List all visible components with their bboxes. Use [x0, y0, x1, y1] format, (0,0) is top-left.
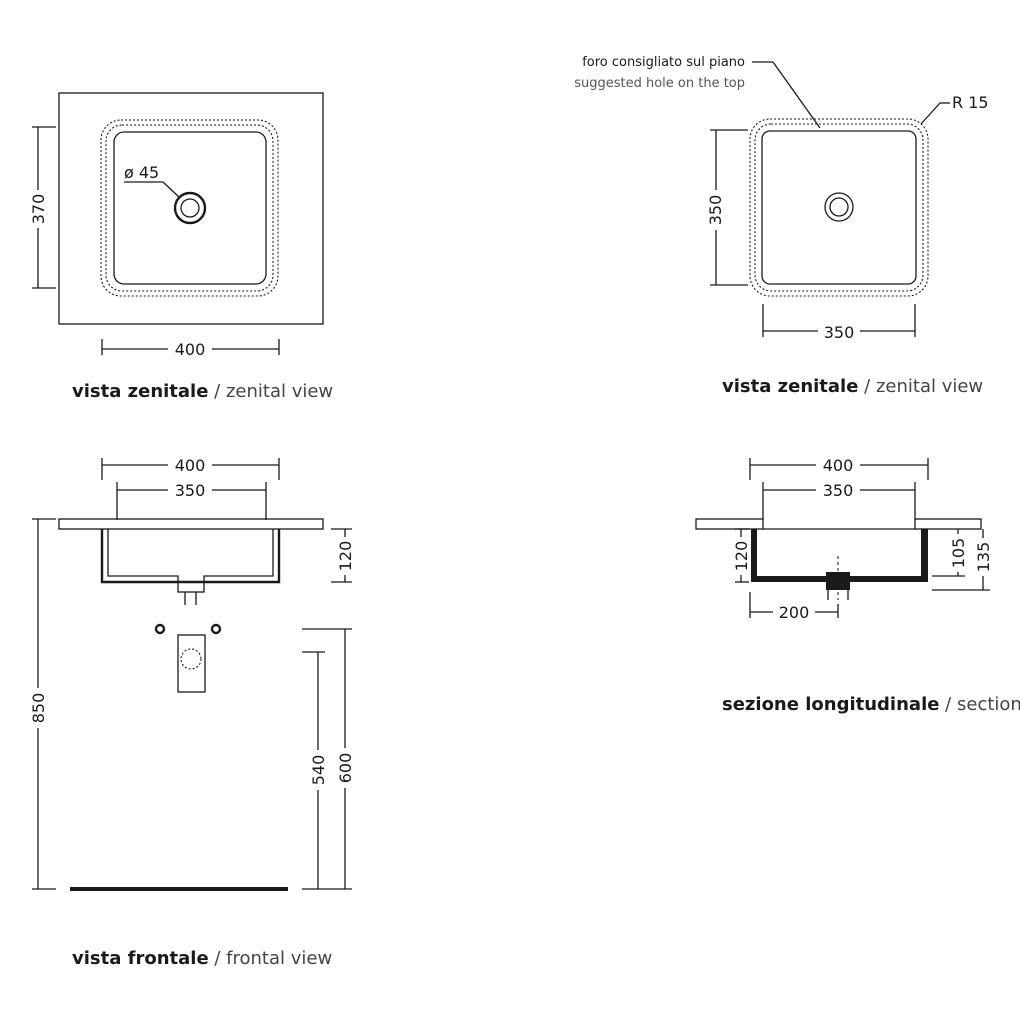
fixing-right	[210, 623, 222, 635]
caption-sep: /	[858, 376, 876, 397]
caption-bold: vista frontale	[72, 948, 209, 969]
basin-section	[751, 529, 928, 590]
caption-sep: /	[208, 381, 226, 402]
dim-350-h-label: 350	[824, 323, 855, 342]
caption-zenital-right: vista zenitale / zenital view	[722, 376, 983, 397]
dim-gap	[816, 481, 860, 499]
caption-zenital-left: vista zenitale / zenital view	[72, 381, 333, 402]
dim-gap	[948, 534, 968, 572]
dim-540-label: 540	[309, 755, 328, 786]
dim-gap	[818, 322, 860, 340]
caption-section: sezione longitudinale / section	[722, 694, 1020, 715]
dim-600-label: 600	[336, 753, 355, 784]
note-leader-diag	[772, 61, 821, 129]
fixing-left	[154, 623, 166, 635]
dim-gap	[706, 190, 726, 230]
basin-mid-dashed	[105, 124, 274, 292]
dim-105-label: 105	[949, 538, 968, 569]
dim-350-front-label: 350	[175, 481, 206, 500]
dim-gap	[308, 750, 328, 790]
dim-370-label: 370	[29, 194, 48, 225]
dim-gap	[731, 537, 751, 575]
dim-400-section-label: 400	[823, 456, 854, 475]
dim-gap	[168, 456, 212, 474]
dim-gap	[335, 748, 355, 788]
dim-400-label: 400	[175, 340, 206, 359]
dim-350-v-label: 350	[706, 195, 725, 226]
drain-outer	[173, 191, 207, 225]
caption-bold: vista zenitale	[72, 381, 208, 402]
drain-outer-right	[824, 192, 854, 222]
caption-light: section	[957, 694, 1020, 715]
dim-gap	[28, 688, 48, 728]
dim-gap	[335, 537, 355, 575]
countertop-right	[914, 518, 982, 530]
waste-trap	[177, 634, 206, 693]
countertop-left	[695, 518, 764, 530]
dim-120-section-label: 120	[732, 541, 751, 572]
caption-bold: vista zenitale	[722, 376, 858, 397]
basin-front	[100, 529, 281, 584]
waste-cap-dashed	[180, 648, 202, 670]
dim-135-label: 135	[974, 542, 993, 573]
dim-120-front-label: 120	[336, 541, 355, 572]
dim-200-label: 200	[779, 603, 810, 622]
dim-gap	[973, 538, 993, 576]
drain-inner-right	[829, 197, 849, 217]
caption-light: zenital view	[876, 376, 983, 397]
dim-gap	[168, 340, 212, 358]
hole-leader-diag	[162, 181, 181, 199]
caption-light: frontal view	[226, 948, 332, 969]
section-view: 400 350 120 105 135	[695, 456, 1020, 715]
basin-front-inner	[107, 529, 274, 582]
caption-bold: sezione longitudinale	[722, 694, 939, 715]
dim-gap	[28, 190, 48, 228]
dim-400-front-label: 400	[175, 456, 206, 475]
hole-diameter-label: ø 45	[124, 163, 159, 182]
dim-gap	[816, 456, 860, 474]
countertop-front	[58, 518, 324, 530]
zenital-view-right: foro consigliato sul piano suggested hol…	[574, 55, 988, 397]
basin-outline-right	[761, 130, 917, 285]
note-italian: foro consigliato sul piano	[582, 55, 745, 70]
drain-fitting	[177, 581, 205, 593]
basin-inner	[113, 131, 267, 285]
dim-850-label: 850	[29, 693, 48, 724]
caption-frontal: vista frontale / frontal view	[72, 948, 332, 969]
radius-leader-diag	[920, 102, 941, 125]
frontal-view: 400 350 850 120	[28, 456, 355, 969]
dim-gap	[773, 603, 815, 621]
caption-sep: /	[939, 694, 957, 715]
hole-mid-dashed	[754, 123, 924, 292]
dim-350-section-label: 350	[823, 481, 854, 500]
note-english: suggested hole on the top	[574, 76, 745, 91]
dim-gap	[168, 481, 212, 499]
caption-light: zenital view	[226, 381, 333, 402]
basin-outer-dashed	[100, 119, 279, 297]
drain-inner	[180, 198, 200, 218]
zenital-view-left: ø 45 370 400 vista zenitale / zenital vi…	[28, 92, 333, 402]
hole-outer-dashed	[749, 118, 929, 297]
radius-label: R 15	[952, 93, 989, 112]
caption-sep: /	[209, 948, 227, 969]
countertop-outline	[58, 92, 324, 325]
